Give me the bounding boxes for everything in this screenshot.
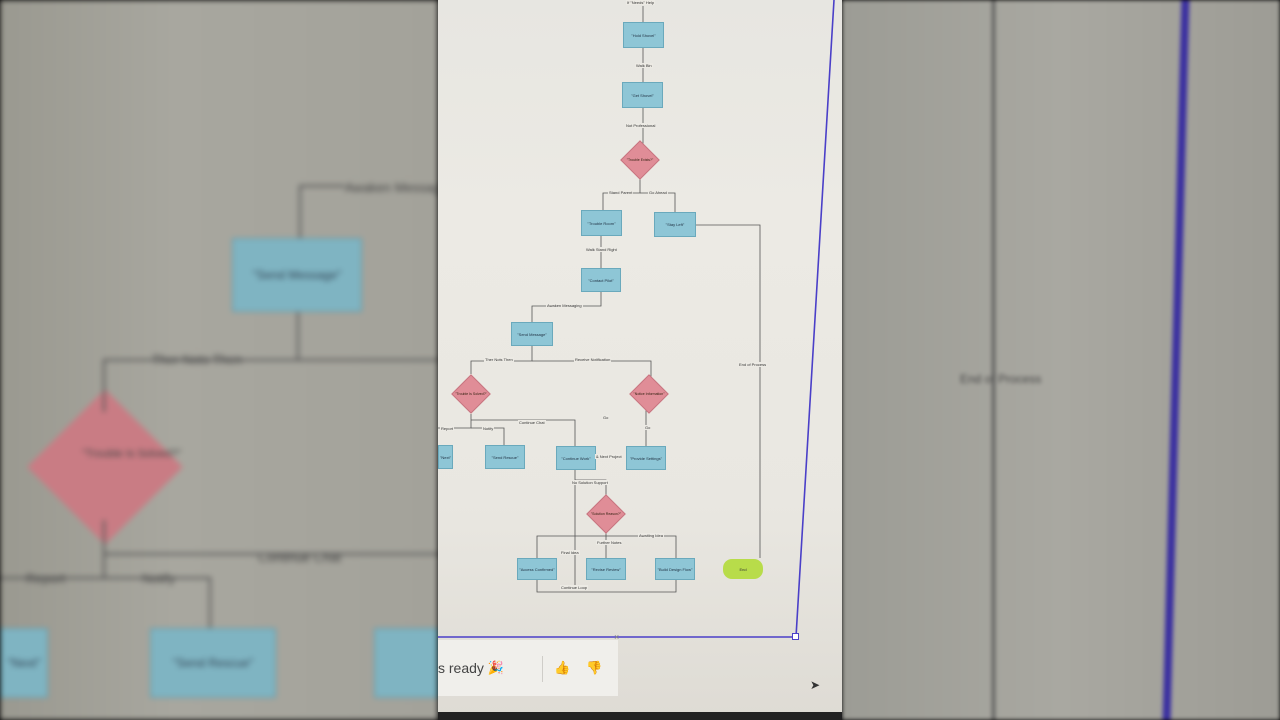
edge-label-1: Walk Bin (635, 63, 653, 68)
edge-label-7: Ther Nots Then (484, 357, 514, 362)
blur-connector-vertical (992, 0, 995, 720)
node-provide-settings[interactable]: "Provide Settings" (626, 446, 666, 470)
node-next[interactable]: "Next" (438, 445, 453, 469)
edge-label-2: Not Professional (625, 123, 657, 128)
blur-node-edge (374, 628, 438, 698)
blur-node-small: "Next" (0, 628, 48, 698)
thumbs-up-icon[interactable]: 👍 (554, 660, 571, 675)
pointer-cursor-icon: ➤ (810, 678, 821, 692)
node-stay-left[interactable]: "Stay Left" (654, 212, 696, 237)
edge-label-11: Report (440, 426, 455, 431)
node-continue-work[interactable]: "Continue Work" (556, 446, 596, 470)
edge-label-9: Go (602, 415, 610, 420)
close-icon[interactable]: × (614, 632, 620, 642)
node-contact-pilot[interactable]: "Contact Pilot" (581, 268, 621, 292)
edge-label-3: Stand Parent (608, 190, 634, 195)
edge-label-10: Continue Chat (518, 420, 546, 425)
toast-text: s ready (438, 660, 484, 676)
edge-label-19: Awaiting Idea (638, 533, 664, 538)
edge-label-14: & Next Project (595, 454, 623, 459)
edge-label-top: If "Needs" Help (626, 0, 656, 5)
edge-label-8: Receive Notification (574, 357, 612, 362)
node-get-shovel[interactable]: "Get Shovel" (622, 82, 663, 108)
background-left-blurred: Awaken Messaging "Send Message" Ther Not… (0, 0, 438, 720)
edge-label-15: No Solution Support (571, 480, 609, 485)
flowchart-canvas[interactable]: If "Needs" Help "Hold Shovel" Walk Bin "… (438, 0, 842, 720)
diamond-notice-information[interactable]: "Notice Information" (626, 374, 672, 414)
edge-label-17: Further Notes (596, 540, 623, 545)
edge-label-6: Awaken Messaging (546, 303, 583, 308)
blur-frame-border (1162, 0, 1190, 720)
toast-divider (542, 656, 543, 682)
thumbs-down-icon[interactable]: 👎 (586, 660, 603, 675)
node-access-confirmed[interactable]: "Access Confirmed" (517, 558, 557, 580)
resize-handle[interactable] (792, 633, 799, 640)
ready-toast: s ready 🎉 (438, 640, 618, 696)
node-revise-review[interactable]: "Revise Review" (586, 558, 626, 580)
node-build-design-flow[interactable]: "Build Design Flow" (655, 558, 695, 580)
end-terminal[interactable]: End (723, 559, 763, 579)
edge-label-4: Go Ahead (648, 190, 668, 195)
blur-edge-end-of-process: End of Process (960, 372, 1042, 386)
node-hold-shovel[interactable]: "Hold Shovel" (623, 22, 664, 48)
monitor-bezel (438, 712, 842, 720)
node-send-rescue[interactable]: "Send Rescue" (485, 445, 525, 469)
blur-node-send-message: "Send Message" (232, 238, 362, 312)
blur-diamond-label: "Trouble Is Solved?" (82, 448, 182, 460)
blur-edge-label-top: Awaken Messaging (345, 180, 438, 195)
diamond-solution-reason[interactable]: "Solution Reason?" (586, 494, 626, 534)
edge-label-13: Go (644, 425, 652, 430)
edge-label-18: Final Idea (560, 550, 580, 555)
background-right-blurred: End of Process (842, 0, 1280, 720)
party-icon: 🎉 (487, 660, 505, 675)
blur-node-bottom: "Send Rescue" (150, 628, 276, 698)
diamond-trouble-solved[interactable]: "Trouble Is Solved?" (451, 374, 491, 414)
node-trouble-room[interactable]: "Trouble Room" (581, 210, 622, 236)
diamond-trouble-exists[interactable]: "Trouble Exists?" (620, 140, 660, 180)
edge-label-16: End of Process (738, 362, 768, 367)
blur-connectors (0, 185, 438, 628)
edge-label-5: Walk Stand Right (585, 247, 618, 252)
edge-label-12: Notify (482, 426, 495, 431)
node-send-message[interactable]: "Send Message" (511, 322, 553, 346)
edge-label-20: Continue Loop (560, 585, 589, 590)
